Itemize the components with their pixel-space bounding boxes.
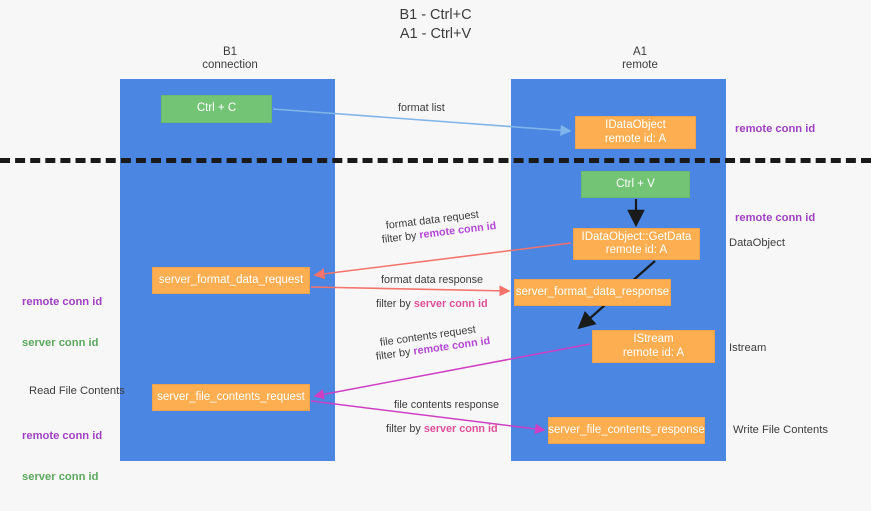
diagram-title: B1 - Ctrl+C A1 - Ctrl+V <box>399 7 472 42</box>
phase-divider <box>0 158 871 163</box>
node-idataobject-getdata[interactable]: IDataObject::GetData remote id: A <box>573 228 700 260</box>
node-server-file-contents-request[interactable]: server_file_contents_request <box>152 384 310 411</box>
edge-format-data-response <box>310 285 511 297</box>
filter-prefix: filter by <box>376 298 414 310</box>
edge-label-format-data-response-filter: filter by server conn id <box>376 297 488 311</box>
column-header-b1: B1 connection <box>202 46 258 71</box>
node-idataobject[interactable]: IDataObject remote id: A <box>575 116 696 149</box>
annotation-remote-conn-id-mid: remote conn id <box>735 212 816 224</box>
filter-prefix: filter by <box>386 423 424 435</box>
edge-label-format-list: format list <box>398 102 445 114</box>
annotation-left-conn-ids: remote conn id server conn id <box>22 269 102 377</box>
edge-label-file-contents-response: file contents response <box>394 399 500 411</box>
node-ctrl-c[interactable]: Ctrl + C <box>161 95 272 123</box>
edge-label-file-contents-response-filter: filter by server conn id <box>386 422 498 436</box>
edge-label-format-data-response: format data response <box>381 274 484 286</box>
diagram-canvas: B1 - Ctrl+C A1 - Ctrl+V B1 connection A1… <box>0 7 871 483</box>
node-server-format-data-response[interactable]: server_format_data_response <box>514 279 671 306</box>
node-istream[interactable]: IStream remote id: A <box>592 330 715 363</box>
filter-prefix: filter by <box>381 229 421 246</box>
annotation-left-server-conn-id: server conn id <box>22 336 99 349</box>
node-server-file-contents-response[interactable]: server_file_contents_response <box>548 417 705 444</box>
filter-prefix: filter by <box>375 345 415 363</box>
annotation-left-remote-conn-id-2: remote conn id <box>22 430 103 442</box>
node-server-format-data-request[interactable]: server_format_data_request <box>152 267 310 294</box>
filter-value-server-conn-id: server conn id <box>413 298 488 310</box>
annotation-left-server-conn-id-2: server conn id <box>22 470 99 483</box>
annotation-left-remote-conn-id: remote conn id <box>22 296 103 308</box>
annotation-left-conn-ids-2: remote conn id server conn id <box>22 403 102 511</box>
annotation-istream: Istream <box>729 342 767 354</box>
annotation-write-file-contents: Write File Contents <box>733 424 828 436</box>
node-ctrl-v[interactable]: Ctrl + V <box>581 171 690 198</box>
annotation-read-file-contents: Read File Contents <box>29 385 125 397</box>
annotation-dataobject: DataObject <box>729 237 785 249</box>
annotation-remote-conn-id-top: remote conn id <box>735 123 816 135</box>
filter-value-server-conn-id: server conn id <box>423 423 498 435</box>
column-header-a1: A1 remote <box>622 46 658 71</box>
